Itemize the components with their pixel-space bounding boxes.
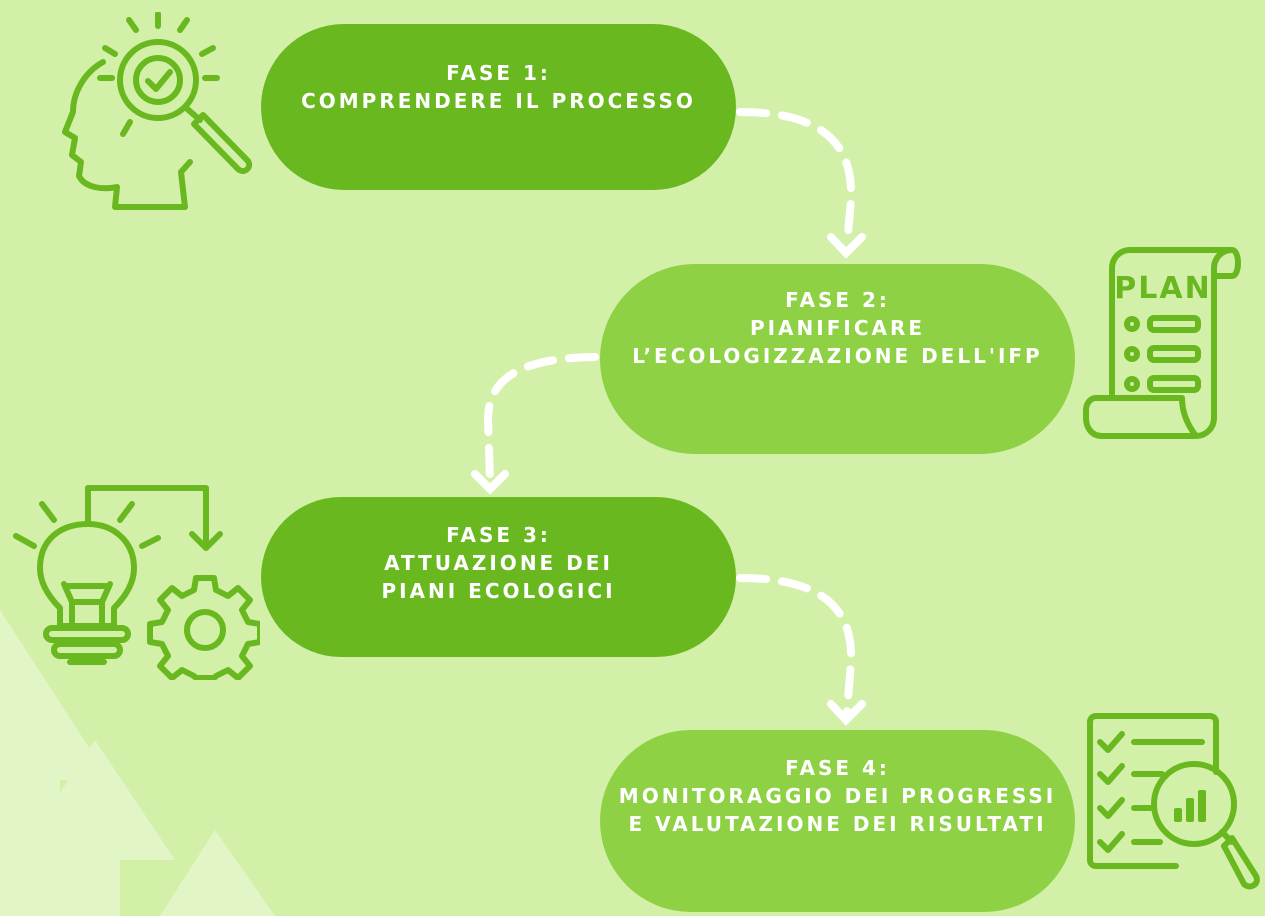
step-2-box: FASE 2: PIANIFICARE L’ECOLOGIZZAZIONE DE… <box>600 264 1075 454</box>
step-1-title: FASE 1: <box>446 61 551 85</box>
step-3-text-line-2: PIANI ECOLOGICI <box>381 579 616 603</box>
step-2-title: FASE 2: <box>785 288 890 312</box>
lightbulb-gear-icon <box>13 485 260 680</box>
connector-3-4 <box>736 574 856 716</box>
step-1-text: COMPRENDERE IL PROCESSO <box>301 89 696 113</box>
head-magnifier-check-icon <box>62 12 253 210</box>
step-2-text-line-2: L’ECOLOGIZZAZIONE DELL'IFP <box>632 344 1043 368</box>
connector-1-2-head <box>827 233 866 259</box>
step-4-text-line-2: E VALUTAZIONE DEI RISULTATI <box>628 812 1047 836</box>
step-4-title: FASE 4: <box>785 756 890 780</box>
connector-1-2 <box>736 108 856 249</box>
plan-label: PLAN <box>1114 271 1211 306</box>
connector-2-3 <box>483 353 599 484</box>
step-2-text-line-1: PIANIFICARE <box>749 316 926 340</box>
checklist-chart-magnifier-icon <box>1087 713 1260 890</box>
step-3-title: FASE 3: <box>446 523 551 547</box>
step-1-box: FASE 1: COMPRENDERE IL PROCESSO <box>261 24 736 190</box>
step-3-text-line-1: ATTUAZIONE DEI <box>384 551 613 575</box>
connector-2-3-head <box>471 470 509 495</box>
connector-3-4-head <box>827 700 866 726</box>
step-4-box: FASE 4: MONITORAGGIO DEI PROGRESSI E VAL… <box>600 730 1075 912</box>
step-4-text-line-1: MONITORAGGIO DEI PROGRESSI <box>618 784 1057 808</box>
step-3-box: FASE 3: ATTUAZIONE DEI PIANI ECOLOGICI <box>261 497 736 657</box>
plan-scroll-icon: PLAN <box>1083 247 1241 439</box>
